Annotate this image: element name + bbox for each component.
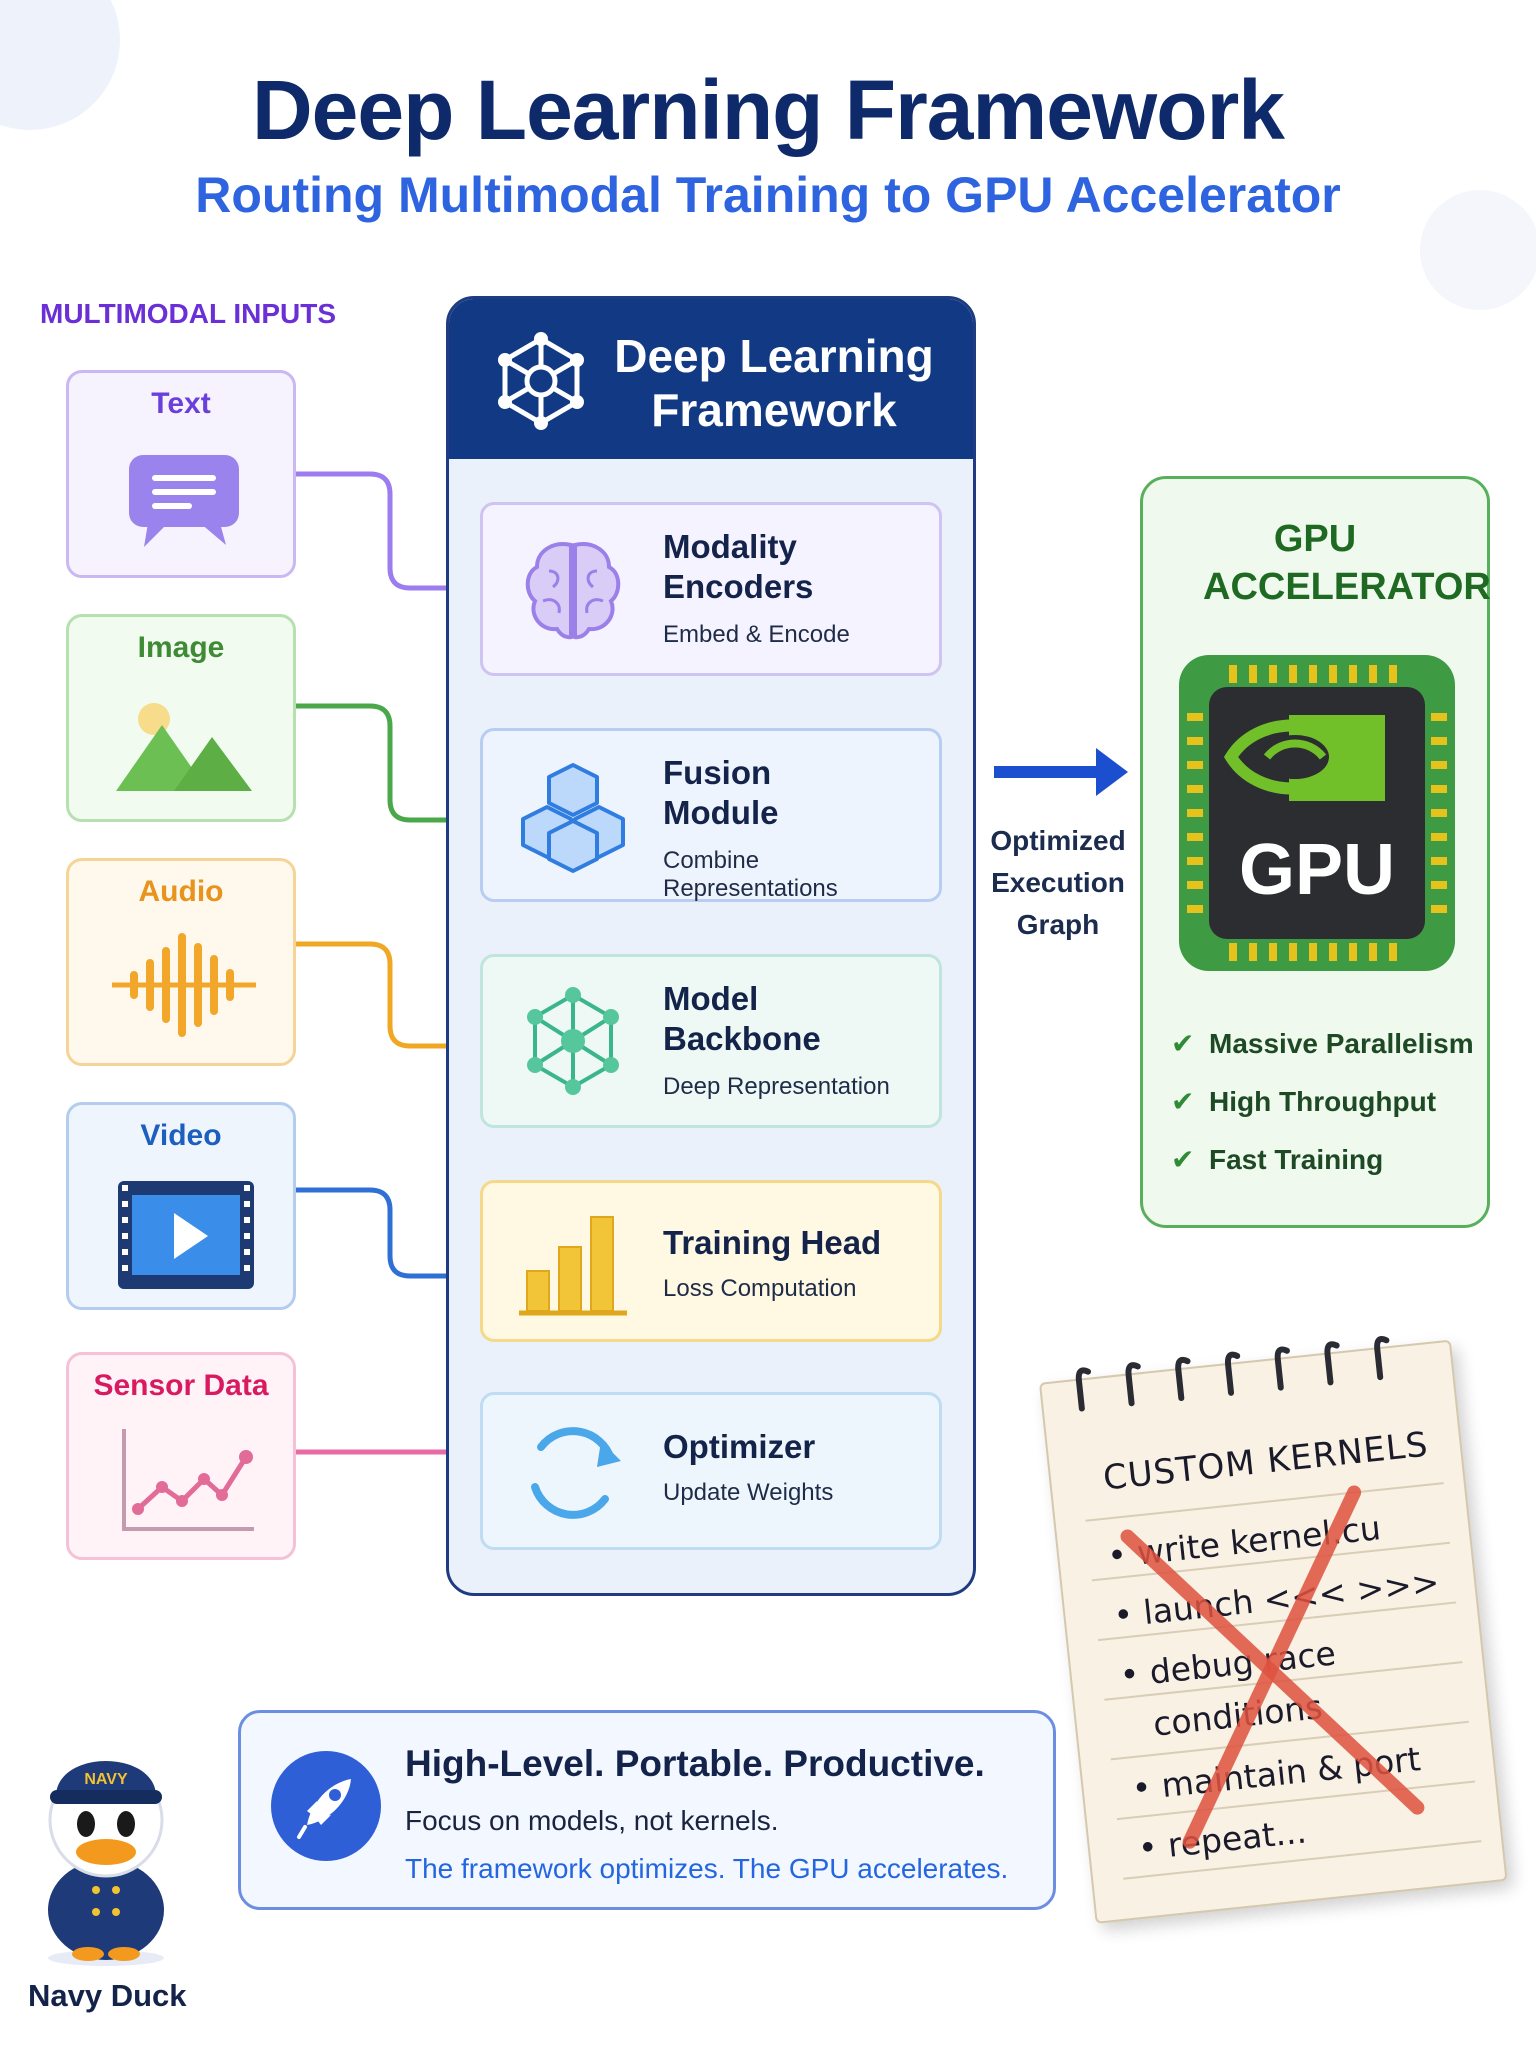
stage-title: Fusion Module [663, 754, 779, 831]
stage-optimizer: Optimizer Update Weights [480, 1392, 942, 1550]
page-title: Deep Learning Framework [252, 63, 1285, 157]
gpu-feature-item: ✔ Massive Parallelism [1171, 1027, 1474, 1060]
input-card-image: Image [66, 614, 296, 822]
stage-fusion-module: Fusion Module Combine Representations [480, 728, 942, 902]
spiral-binding-icon [1075, 1336, 1390, 1412]
gpu-feature-label: High Throughput [1209, 1086, 1437, 1117]
check-icon: ✔ [1171, 1086, 1195, 1117]
input-label-video: Video [140, 1119, 222, 1152]
gpu-title: GPU ACCELERATOR [1203, 518, 1491, 608]
network-icon [527, 987, 619, 1095]
arrow-caption: Optimized Execution Graph [990, 825, 1126, 940]
summary-banner: High-Level. Portable. Productive. Focus … [238, 1710, 1056, 1910]
inputs-section-label: MULTIMODAL INPUTS [40, 298, 337, 329]
network-hub-icon [498, 332, 584, 430]
input-label-text: Text [151, 387, 211, 420]
stage-subtitle: Update Weights [663, 1479, 834, 1506]
mountain-image-icon [116, 703, 252, 791]
stage-subtitle: Deep Representation [663, 1073, 890, 1100]
cross-out-icon [1120, 1485, 1425, 1849]
stage-title: Model Backbone [663, 980, 821, 1057]
stage-model-backbone: Model Backbone Deep Representation [480, 954, 942, 1128]
gpu-chip: GPU [1177, 653, 1457, 973]
input-label-image: Image [137, 631, 225, 664]
custom-kernels-notepad: CUSTOM KERNELS • write kernel.cu • launc… [1037, 1320, 1508, 1924]
video-play-icon [118, 1181, 254, 1289]
cubes-icon [521, 763, 625, 873]
stage-title: Modality Encoders [663, 528, 814, 605]
navy-duck-mascot: NAVY [48, 1761, 164, 1966]
mascot-cap-text: NAVY [84, 1771, 128, 1788]
stage-title: Optimizer [663, 1428, 816, 1465]
input-label-sensor: Sensor Data [93, 1369, 269, 1402]
gpu-accelerator-panel: GPU ACCELERATOR GPU [1140, 476, 1491, 1228]
mascot-label: Navy Duck [28, 1978, 187, 2013]
stage-subtitle: Embed & Encode [663, 621, 850, 648]
gpu-feature-label: Fast Training [1209, 1144, 1384, 1175]
gpu-chip-icon [1179, 655, 1455, 971]
gpu-feature-label: Massive Parallelism [1209, 1028, 1474, 1059]
banner-title: High-Level. Portable. Productive. [405, 1743, 985, 1784]
framework-header-title: Deep Learning Framework [614, 330, 934, 436]
page-subtitle: Routing Multimodal Training to GPU Accel… [195, 167, 1341, 223]
banner-line-2: The framework optimizes. The GPU acceler… [405, 1853, 1009, 1884]
bar-chart-icon [519, 1216, 627, 1316]
input-label-audio: Audio [138, 875, 224, 908]
line-chart-icon [122, 1429, 254, 1531]
stage-training-head: Training Head Loss Computation [480, 1180, 942, 1342]
input-card-text: Text [66, 370, 296, 578]
chat-bubble-icon [129, 455, 239, 547]
stage-subtitle: Combine Representations [663, 847, 838, 902]
check-icon: ✔ [1171, 1028, 1195, 1059]
stage-modality-encoders: Modality Encoders Embed & Encode [480, 502, 942, 676]
audio-waveform-icon [112, 933, 256, 1037]
framework-header: Deep Learning Framework [449, 299, 973, 459]
check-icon: ✔ [1171, 1144, 1195, 1175]
refresh-icon [531, 1427, 621, 1519]
gpu-feature-item: ✔ Fast Training [1171, 1143, 1383, 1176]
gpu-chip-label: GPU [1238, 830, 1396, 910]
input-card-sensor: Sensor Data [66, 1352, 296, 1560]
brain-icon [525, 542, 621, 640]
stage-title: Training Head [663, 1224, 882, 1261]
input-card-video: Video [66, 1102, 296, 1310]
notepad-paper: CUSTOM KERNELS • write kernel.cu • launc… [1038, 1339, 1508, 1924]
input-card-audio: Audio [66, 858, 296, 1066]
banner-line-1: Focus on models, not kernels. [405, 1805, 779, 1836]
gpu-feature-item: ✔ High Throughput [1171, 1085, 1436, 1118]
stage-subtitle: Loss Computation [663, 1275, 857, 1302]
rocket-icon [271, 1751, 381, 1861]
